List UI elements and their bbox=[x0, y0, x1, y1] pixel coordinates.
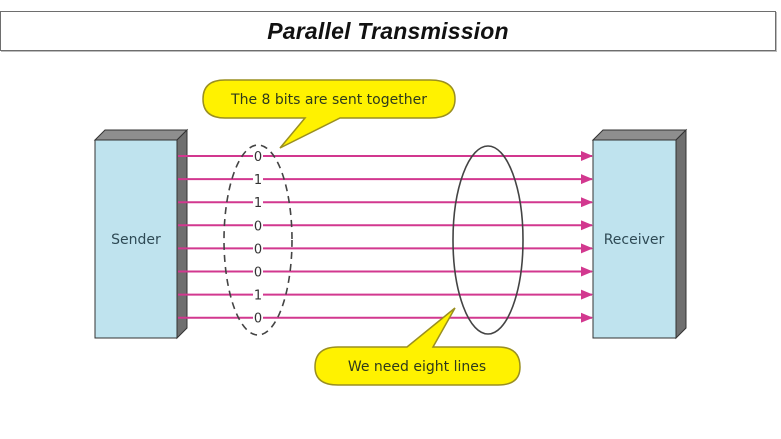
callout-top-text: The 8 bits are sent together bbox=[230, 92, 427, 108]
callout-bottom-bubble bbox=[314, 307, 521, 386]
bit-backdrop bbox=[253, 172, 263, 186]
bit-backdrop bbox=[253, 218, 263, 232]
sender-side-face bbox=[176, 128, 188, 340]
receiver-front-face bbox=[592, 139, 677, 339]
bit-value: 1 bbox=[254, 196, 262, 211]
bit-backdrop bbox=[253, 149, 263, 162]
callout-bottom-text: We need eight lines bbox=[348, 359, 486, 375]
bit-value: 0 bbox=[254, 219, 262, 234]
title-bar: Parallel Transmission bbox=[0, 11, 776, 51]
lines-ellipse bbox=[452, 145, 524, 335]
receiver-label: Receiver bbox=[604, 232, 665, 248]
bit-value: 0 bbox=[254, 150, 262, 165]
callout-bottom: We need eight lines bbox=[314, 307, 521, 386]
receiver-top-face bbox=[591, 129, 688, 141]
callout-top-bubble bbox=[202, 79, 456, 149]
sender-top-face bbox=[93, 129, 189, 141]
receiver-device: Receiver bbox=[591, 128, 688, 340]
sender-device: Sender bbox=[93, 128, 189, 340]
bit-value: 0 bbox=[254, 242, 262, 257]
bit-backdrop bbox=[253, 310, 263, 324]
bits-dashed-ellipse bbox=[223, 144, 293, 336]
sender-label: Sender bbox=[111, 232, 161, 248]
bit-value: 1 bbox=[254, 173, 262, 188]
bit-backdrop bbox=[253, 264, 263, 278]
sender-front-face bbox=[94, 139, 178, 339]
bit-value: 1 bbox=[254, 289, 262, 304]
page-title: Parallel Transmission bbox=[267, 17, 509, 44]
callout-top: The 8 bits are sent together bbox=[202, 79, 456, 149]
bit-value: 0 bbox=[254, 312, 262, 327]
bit-values: 0 1 1 0 0 0 1 0 bbox=[253, 149, 263, 327]
bit-value: 0 bbox=[254, 266, 262, 281]
bit-backdrop bbox=[253, 241, 263, 255]
receiver-side-face bbox=[675, 128, 687, 340]
bit-backdrop bbox=[253, 195, 263, 209]
transmission-lines bbox=[178, 151, 593, 323]
bit-backdrop bbox=[253, 287, 263, 301]
